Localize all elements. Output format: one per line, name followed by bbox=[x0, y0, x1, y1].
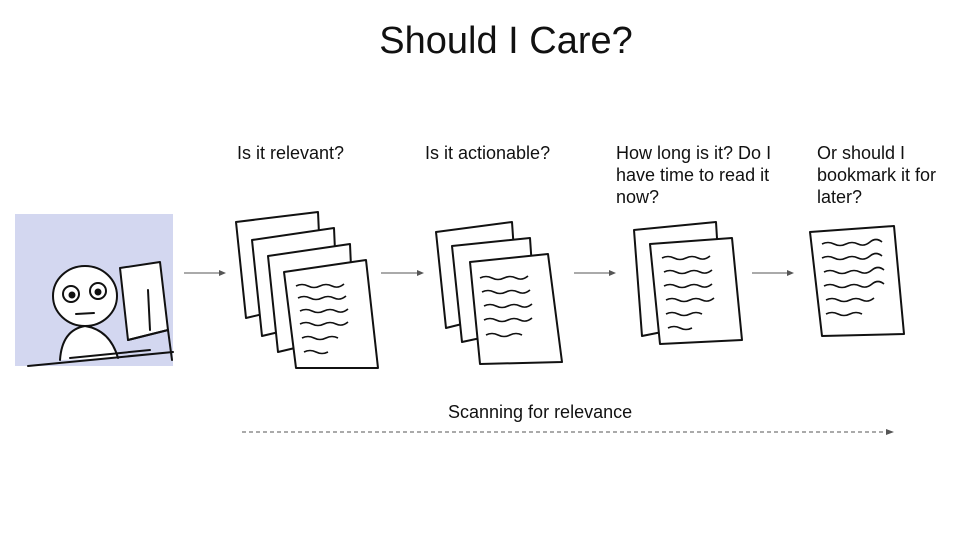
document-stack-icon bbox=[633, 221, 743, 345]
arrow-right-icon bbox=[381, 270, 424, 276]
document-stack-icon bbox=[435, 221, 563, 365]
step-3-question: How long is it? Do I have time to read i… bbox=[616, 143, 772, 207]
document-icon bbox=[809, 225, 905, 337]
person-at-computer-icon bbox=[27, 261, 174, 367]
document-stack-icon bbox=[235, 211, 379, 369]
arrow-right-icon bbox=[752, 270, 794, 276]
dashed-arrow-icon bbox=[242, 429, 894, 435]
scan-label: Scanning for relevance bbox=[448, 402, 633, 422]
slide-title: Should I Care? bbox=[379, 20, 633, 62]
step-2-question: Is it actionable? bbox=[425, 143, 551, 163]
arrow-right-icon bbox=[574, 270, 616, 276]
step-1-question: Is it relevant? bbox=[237, 143, 345, 163]
arrow-right-icon bbox=[184, 270, 226, 276]
step-4-question: Or should I bookmark it for later? bbox=[817, 143, 937, 207]
